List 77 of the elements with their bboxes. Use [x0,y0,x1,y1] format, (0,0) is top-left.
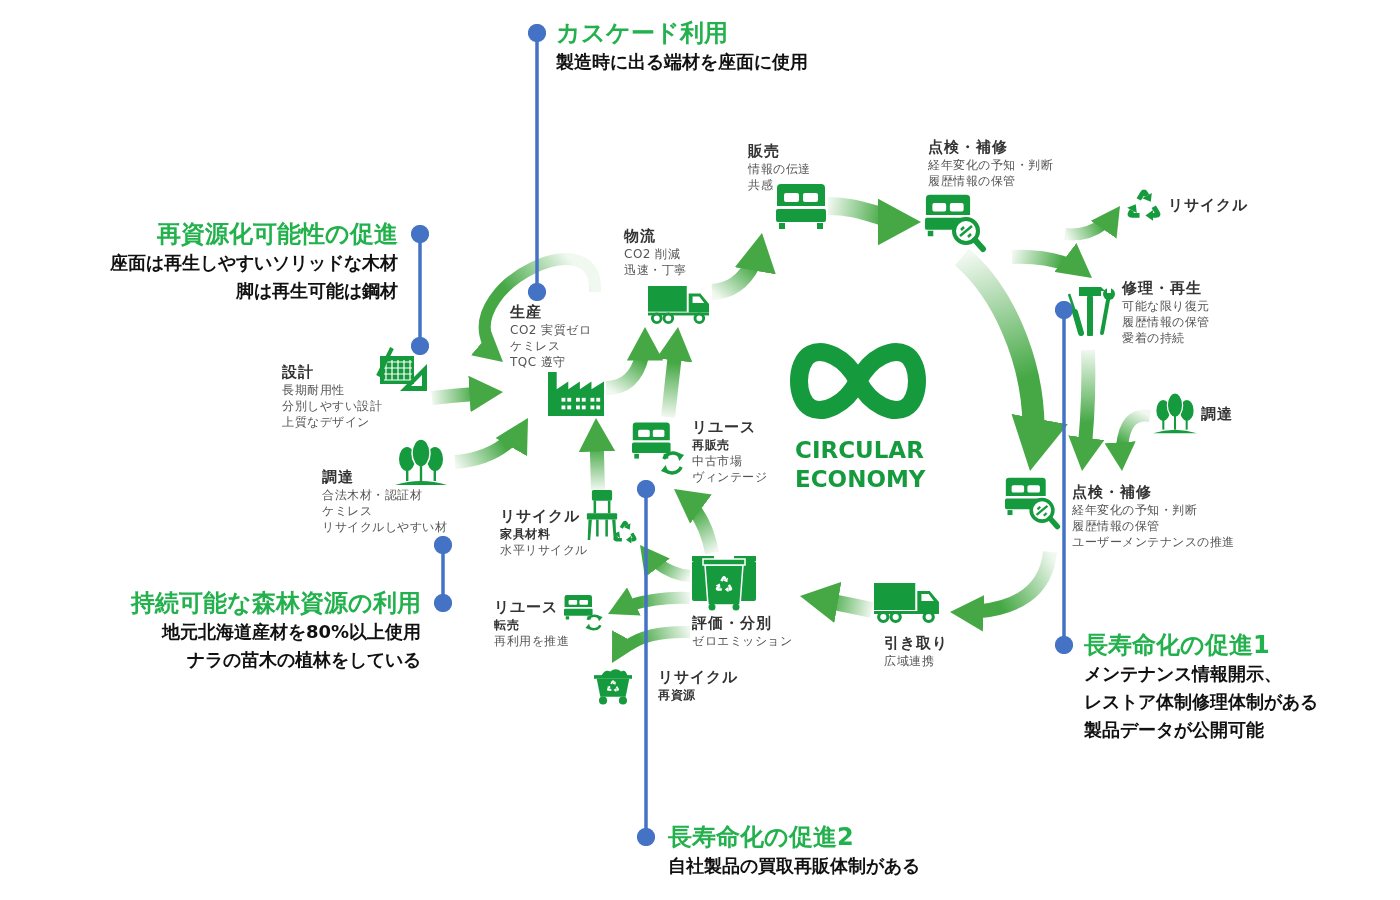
stage-title: 修理・再生 [1122,278,1202,298]
stage-note: 再利用を推進 [494,633,569,649]
stage-note: CO2 実質ゼロ [510,322,592,338]
stage-note: ヴィンテージ [692,469,767,485]
stage-title: リサイクル [1168,195,1248,215]
center-title: CIRCULAR ECONOMY [795,436,927,494]
stage-note: 長期耐用性 [282,382,345,398]
flow-arrow [1069,349,1103,472]
stage-note: ゼロエミッション [692,633,792,649]
leader-line [433,535,453,613]
flow-arrow [949,550,1057,630]
stage-subtitle: 家具材料 [500,526,550,542]
stage-note: ケミレス [510,338,560,354]
stage-note: 上質なデザイン [282,414,370,430]
callout-title: 再資源化可能性の促進 [157,219,398,249]
callout-text: 製品データが公開可能 [1084,718,1264,742]
stage-title: 生産 [510,302,542,322]
stage-subtitle: 再販売 [692,437,730,453]
stage-title: リユース [494,597,558,617]
stage-title: 調達 [1201,404,1233,424]
callout-text: 地元北海道産材を80%以上使用 [161,620,421,644]
stage-note: 可能な限り復元 [1122,298,1210,314]
stage-note: ユーザーメンテナンスの推進 [1072,534,1235,550]
stage-note: 履歴情報の保管 [1072,518,1160,534]
stage-title: 点検・補修 [928,137,1008,157]
flow-arrow [605,326,661,395]
stage-note: 情報の伝達 [748,161,811,177]
flow-arrow [798,583,874,622]
stage-title: 物流 [624,226,656,246]
stage-note: CO2 削減 [624,246,681,262]
callout-text: メンテナンス情報開示、 [1084,662,1282,686]
stage-title: リサイクル [500,506,580,526]
stage-note: 広域連携 [884,653,934,669]
callout-title: 長寿命化の促進2 [668,822,854,852]
stage-note: 経年変化の予知・判断 [928,157,1053,173]
callout-title: 長寿命化の促進1 [1084,630,1270,660]
callout-text: 製造時に出る端材を座面に使用 [556,50,808,74]
stage-title: 設計 [282,362,314,382]
flow-arrow [580,417,614,491]
leader-line [527,23,547,302]
leader-line [410,224,430,356]
callout-text: ナラの苗木の植林をしている [187,648,421,672]
stage-note: 水平リサイクル [500,542,588,558]
callout-text: 座面は再生しやすいソリッドな木材 [110,251,398,275]
stage-note: 迅速・丁寧 [624,262,687,278]
stage-note: 共感 [748,177,773,193]
flow-arrow [1106,409,1151,472]
stage-title: リユース [692,417,756,437]
stage-note: 中古市場 [692,453,742,469]
stage-note: 履歴情報の保管 [1122,314,1210,330]
callout-title: カスケード利用 [556,18,728,48]
stage-note: 愛着の持続 [1122,330,1185,346]
stage-title: 引き取り [884,633,948,653]
flow-arrow [431,377,504,411]
stage-note: 経年変化の予知・判断 [1072,502,1197,518]
leader-line [636,479,656,847]
stage-note: リサイクルしやすい材 [322,519,447,535]
leader-line [1054,300,1074,655]
stage-note: 分別しやすい設計 [282,398,382,414]
flow-arrow [657,326,691,418]
callout-text: レストア体制修理体制がある [1084,690,1318,714]
stage-title: 調達 [322,467,354,487]
callout-text: 脚は再生可能は鋼材 [236,279,398,303]
stage-subtitle: 転売 [494,617,519,633]
callout-text: 自社製品の買取再販体制がある [668,854,920,878]
stage-note: ケミレス [322,503,372,519]
callout-title: 持続可能な森林資源の利用 [131,588,421,618]
stage-title: 評価・分別 [692,613,772,633]
stage-title: 販売 [748,141,780,161]
stage-subtitle: 再資源 [658,687,696,703]
flow-arrow [827,197,922,243]
stage-note: TQC 遵守 [510,354,566,370]
stage-title: リサイクル [658,667,738,687]
stage-note: 履歴情報の保管 [928,173,1016,189]
stage-note: 合法木材・認証材 [322,487,422,503]
flow-arrow [711,231,774,300]
stage-title: 点検・補修 [1072,482,1152,502]
